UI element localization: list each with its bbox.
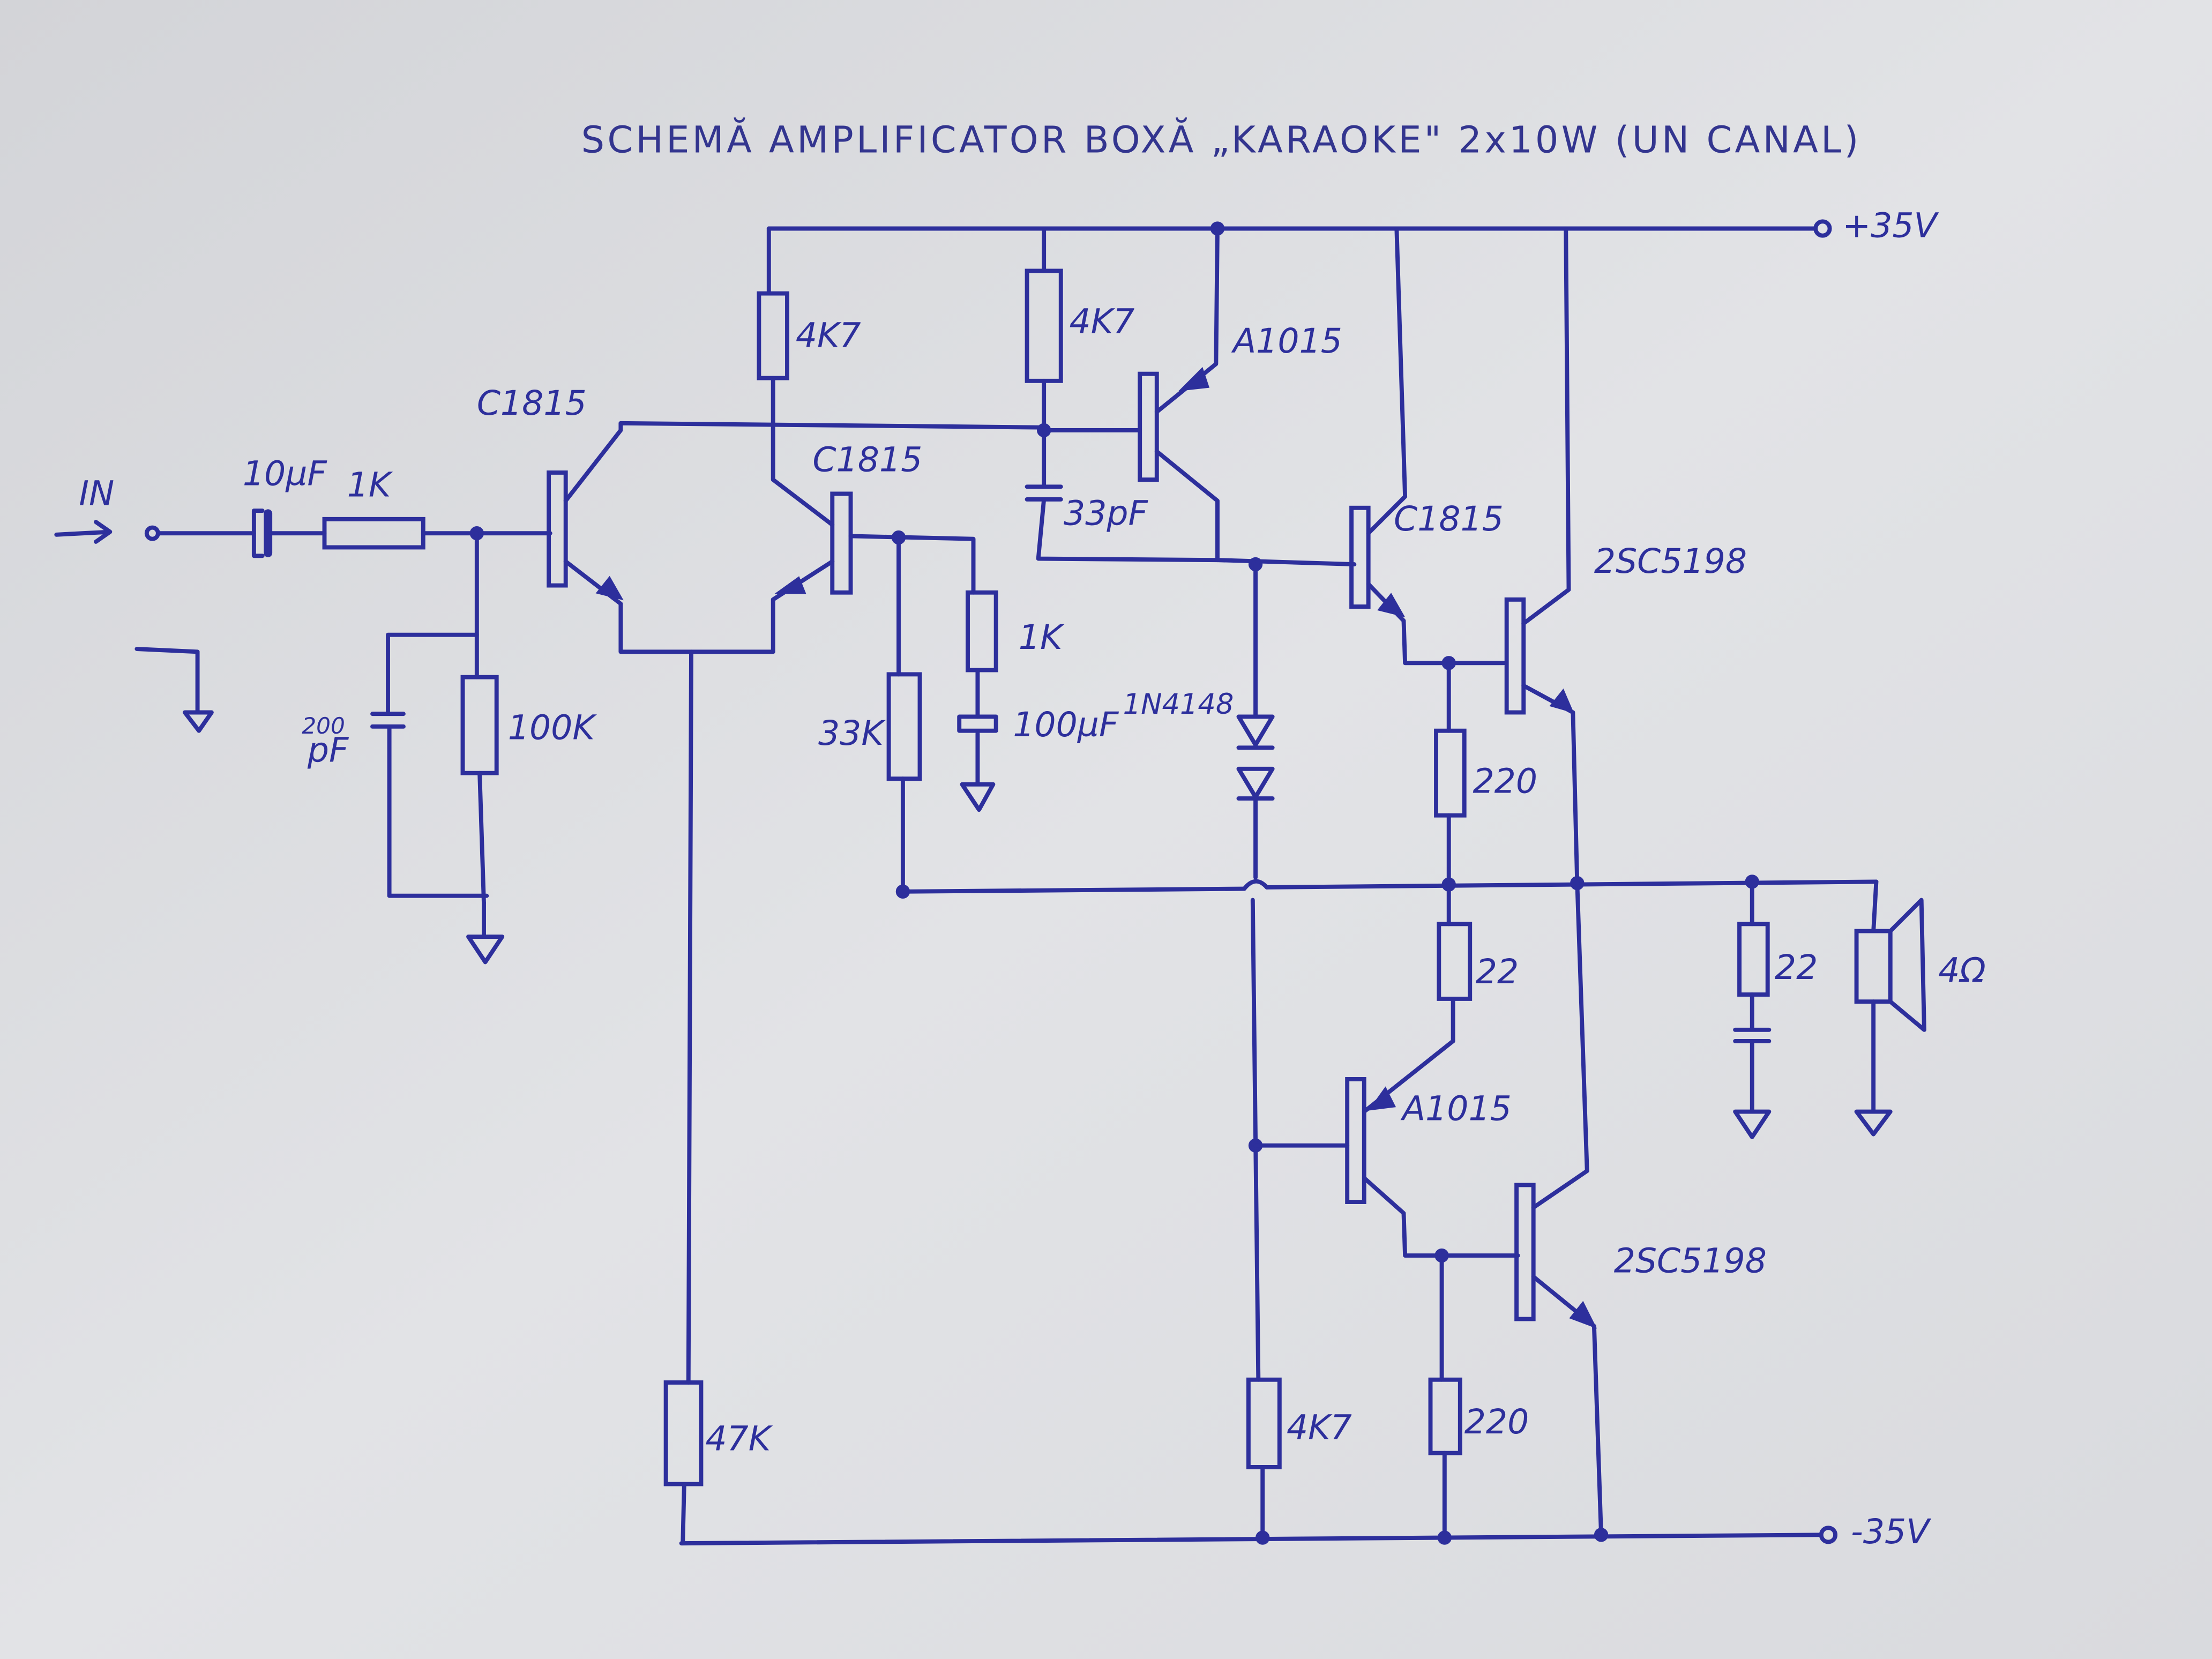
resistor-1k: 1K <box>966 590 1065 719</box>
transistor-q2: C1815 <box>771 376 976 654</box>
resistor-33k: 33K <box>818 535 922 899</box>
svg-text:4K7: 4K7 <box>1070 301 1135 341</box>
svg-text:2SC5198: 2SC5198 <box>1614 1241 1767 1281</box>
negative-rail: -35V <box>679 1512 1931 1551</box>
svg-text:+35V: +35V <box>1842 205 1939 245</box>
bias-resistor-100k: 100K <box>460 531 597 905</box>
capacitor-200pf: 200 pF <box>302 632 489 898</box>
svg-text:220: 220 <box>1464 1402 1529 1441</box>
svg-text:22: 22 <box>1775 947 1818 987</box>
svg-text:10µF: 10µF <box>243 454 328 494</box>
svg-text:100µF: 100µF <box>1013 705 1119 744</box>
svg-text:22: 22 <box>1476 952 1519 991</box>
transistor-q4: C1815 <box>1349 226 1506 670</box>
svg-text:A1015: A1015 <box>1231 321 1342 361</box>
resistor-4k7-b: 4K7 <box>1025 226 1135 489</box>
svg-text:C1815: C1815 <box>477 383 587 423</box>
svg-text:pF: pF <box>307 730 349 770</box>
svg-text:A1015: A1015 <box>1400 1088 1512 1128</box>
svg-text:-35V: -35V <box>1851 1512 1931 1551</box>
input-terminal: IN <box>54 473 256 544</box>
svg-text:1K: 1K <box>1019 617 1065 657</box>
diagram-title: SCHEMĂ AMPLIFICATOR BOXĂ „KARAOKE" 2x10W… <box>581 117 1862 161</box>
svg-text:33pF: 33pF <box>1064 493 1148 533</box>
svg-text:200: 200 <box>302 713 345 739</box>
svg-text:47K: 47K <box>705 1418 773 1458</box>
diodes-1n4148: 1N4148 <box>1123 562 1275 880</box>
svg-text:100K: 100K <box>508 708 597 748</box>
svg-text:220: 220 <box>1473 761 1537 801</box>
svg-text:C1815: C1815 <box>812 439 922 479</box>
svg-text:4K7: 4K7 <box>796 316 861 355</box>
svg-text:4K7: 4K7 <box>1287 1407 1352 1447</box>
transistor-q5: 2SC5198 <box>1504 226 1747 1174</box>
svg-text:1N4148: 1N4148 <box>1123 688 1234 721</box>
zobel-network: 22 <box>1733 879 1818 1139</box>
ground-symbol <box>466 900 505 965</box>
transistor-q7: 2SC5198 <box>1514 1169 1767 1542</box>
svg-text:C1815: C1815 <box>1394 499 1504 539</box>
input-resistor: 1K <box>322 465 552 550</box>
svg-text:IN: IN <box>79 473 114 513</box>
input-capacitor: 10µF <box>243 454 328 558</box>
tail-resistor-47k: 47K <box>663 649 773 1546</box>
transistor-q1: C1815 <box>477 383 1047 654</box>
capacitor-33pf: 33pF <box>1025 484 1220 563</box>
ground-symbol <box>134 647 214 733</box>
speaker-icon: 4Ω <box>1854 879 1986 1137</box>
resistor-22-a: 22 <box>1437 922 1519 1043</box>
svg-text:2SC5198: 2SC5198 <box>1594 541 1747 581</box>
resistor-220-a: 220 <box>1434 661 1537 926</box>
resistor-4k7-c: 4K7 <box>1246 898 1352 1545</box>
transistor-q3: A1015 <box>1042 226 1357 572</box>
svg-text:1K: 1K <box>347 465 393 505</box>
svg-text:4Ω: 4Ω <box>1938 950 1985 990</box>
resistor-220-b: 220 <box>1428 1253 1529 1545</box>
resistor-4k7-a: 4K7 <box>757 226 861 380</box>
svg-text:33K: 33K <box>818 713 886 753</box>
transistor-q6: A1015 <box>1253 1038 1520 1263</box>
capacitor-100uf: 100µF <box>957 705 1119 812</box>
